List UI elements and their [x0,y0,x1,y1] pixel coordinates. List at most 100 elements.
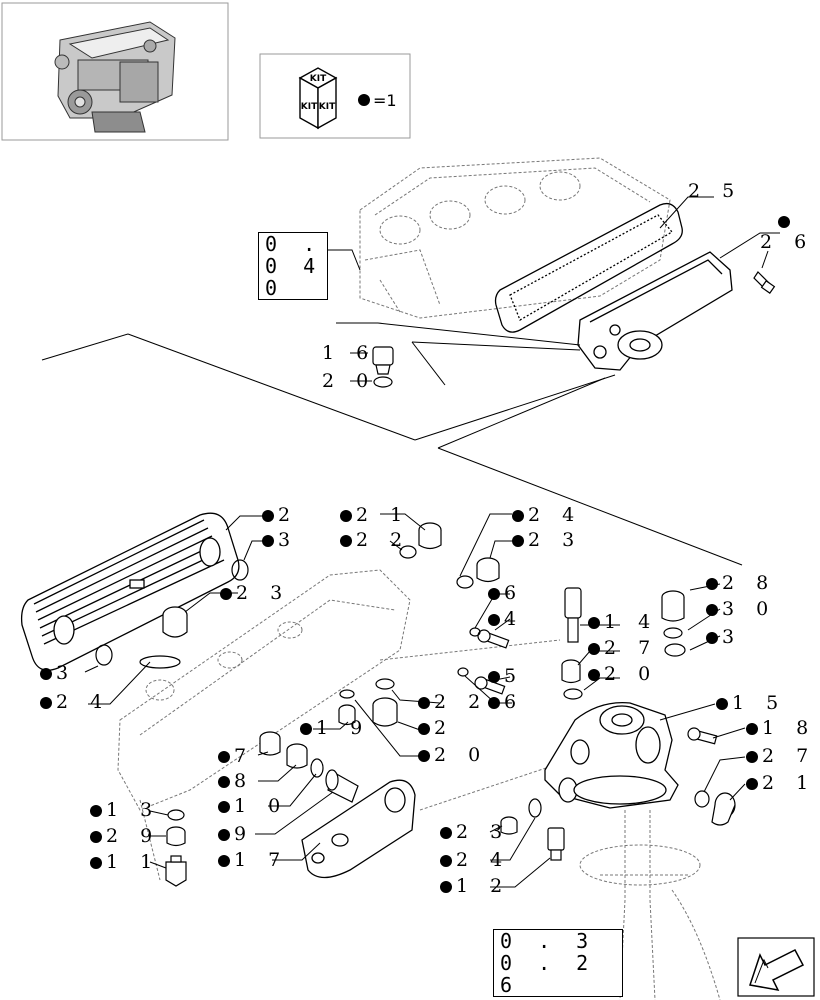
o-ring-10[interactable] [310,758,324,778]
o-ring-3-lower[interactable] [95,644,113,666]
engine-thumbnail[interactable] [1,2,229,141]
plug-16[interactable] [372,346,394,375]
plug-7[interactable] [259,731,281,756]
callout-c19[interactable]: 1 9 [300,718,370,738]
callout-c9[interactable]: 9 [218,824,254,844]
plug-21-top[interactable] [418,522,442,550]
o-ring-22-top[interactable] [399,545,417,559]
callout-c3c[interactable]: 3 [40,663,76,683]
callout-c20b[interactable]: 2 0 [588,664,658,684]
callout-number: 2 3 [236,582,291,604]
kit-bullet-icon [300,723,312,735]
callout-c22a[interactable]: 2 2 [340,530,410,550]
bolt-26[interactable] [753,271,776,294]
plug-27-mid[interactable] [561,659,581,684]
o-ring-20-left[interactable] [339,689,355,699]
oil-filter-housing-15[interactable] [544,701,679,809]
callout-c6a[interactable]: 6 [488,583,524,603]
heat-exchanger-2[interactable] [20,512,240,671]
next-page-arrow-icon[interactable] [737,937,815,997]
callout-c23c[interactable]: 2 3 [440,822,510,842]
o-ring-20-top[interactable] [373,376,393,388]
o-ring-24-bottom[interactable] [528,798,542,818]
gasket-24-left[interactable] [139,655,181,669]
kit-bullet-icon [488,671,500,683]
callout-c27b[interactable]: 2 7 [746,746,816,766]
plug-28[interactable] [661,590,685,622]
callout-c23a[interactable]: 2 3 [512,530,582,550]
washer-6-lower[interactable] [457,667,469,677]
callout-c13[interactable]: 1 3 [90,800,160,820]
callout-c16[interactable]: 1 6 [322,343,376,363]
o-ring-20-mid[interactable] [563,688,583,700]
callout-c23b[interactable]: 2 3 [220,583,290,603]
callout-c3b[interactable]: 3 [706,627,742,647]
o-ring-13[interactable] [167,809,185,821]
sensor-12[interactable] [547,827,565,861]
gasket-17[interactable] [301,779,416,879]
callout-ckit_top[interactable] [778,211,794,231]
reference-box-block[interactable]: 0 . 0 4 0 [258,232,328,300]
kit-bullet-icon [440,855,452,867]
callout-c22b[interactable]: 2 2 [418,692,488,712]
o-ring-3-upper[interactable] [231,559,249,581]
callout-c12[interactable]: 1 2 [440,876,510,896]
callout-c24a[interactable]: 2 4 [512,505,582,525]
washer-6-upper[interactable] [469,627,481,637]
callout-number: 2 0 [434,744,489,766]
callout-c30[interactable]: 3 0 [706,599,776,619]
o-ring-2-mid[interactable] [375,678,395,690]
plug-23-mid[interactable] [476,557,500,583]
o-ring-24-mid[interactable] [456,575,474,589]
callout-c14[interactable]: 1 4 [588,612,658,632]
callout-c29[interactable]: 2 9 [90,826,160,846]
plug-23-bottom[interactable] [500,816,518,835]
callout-c18[interactable]: 1 8 [746,718,816,738]
callout-c15[interactable]: 1 5 [716,693,786,713]
plug-23-left[interactable] [162,606,188,638]
callout-c8[interactable]: 8 [218,771,254,791]
callout-c4[interactable]: 4 [488,609,524,629]
callout-c20a[interactable]: 2 0 [322,371,376,391]
callout-c21b[interactable]: 2 1 [746,773,816,793]
plug-22-mid[interactable] [372,697,398,727]
bolt-5[interactable] [474,676,506,695]
gasket-25[interactable] [494,202,683,333]
callout-number: 1 1 [106,851,161,873]
callout-c2[interactable]: 2 [262,505,298,525]
o-ring-30[interactable] [663,627,683,639]
plug-29[interactable] [166,826,186,847]
callout-number: 1 6 [322,342,377,364]
bolt-18[interactable] [687,727,718,745]
callout-c21[interactable]: 2 1 [340,505,410,525]
callout-c5[interactable]: 5 [488,666,524,686]
callout-c24c[interactable]: 2 4 [440,850,510,870]
callout-c25[interactable]: 2 5 [688,181,742,201]
callout-c6b[interactable]: 6 [488,692,524,712]
callout-c27a[interactable]: 2 7 [588,638,658,658]
reference-box-bottom[interactable]: 0 . 3 0 . 2 6 [493,929,623,997]
callout-c20c[interactable]: 2 0 [418,745,488,765]
plug-8[interactable] [286,743,308,769]
o-ring-27-right[interactable] [694,790,710,808]
callout-c10[interactable]: 1 0 [218,796,288,816]
o-ring-3-right[interactable] [664,643,686,657]
sensor-11[interactable] [165,855,187,887]
plug-21-right[interactable] [711,792,736,826]
sensor-14[interactable] [564,587,582,643]
callout-c17[interactable]: 1 7 [218,850,288,870]
callout-c26[interactable]: 2 6 [760,232,814,252]
callout-c7[interactable]: 7 [218,746,254,766]
valve-9[interactable] [325,769,359,803]
callout-number: 2 3 [528,529,583,551]
callout-c2b[interactable]: 2 [418,718,454,738]
callout-c24b[interactable]: 2 4 [40,692,110,712]
callout-c3a[interactable]: 3 [262,530,298,550]
plug-19[interactable] [338,704,356,726]
callout-number: 2 9 [106,825,161,847]
oil-filter-housing-upper[interactable] [577,251,733,371]
callout-c28[interactable]: 2 8 [706,573,776,593]
callout-c11[interactable]: 1 1 [90,852,160,872]
bolt-4[interactable] [477,629,510,649]
